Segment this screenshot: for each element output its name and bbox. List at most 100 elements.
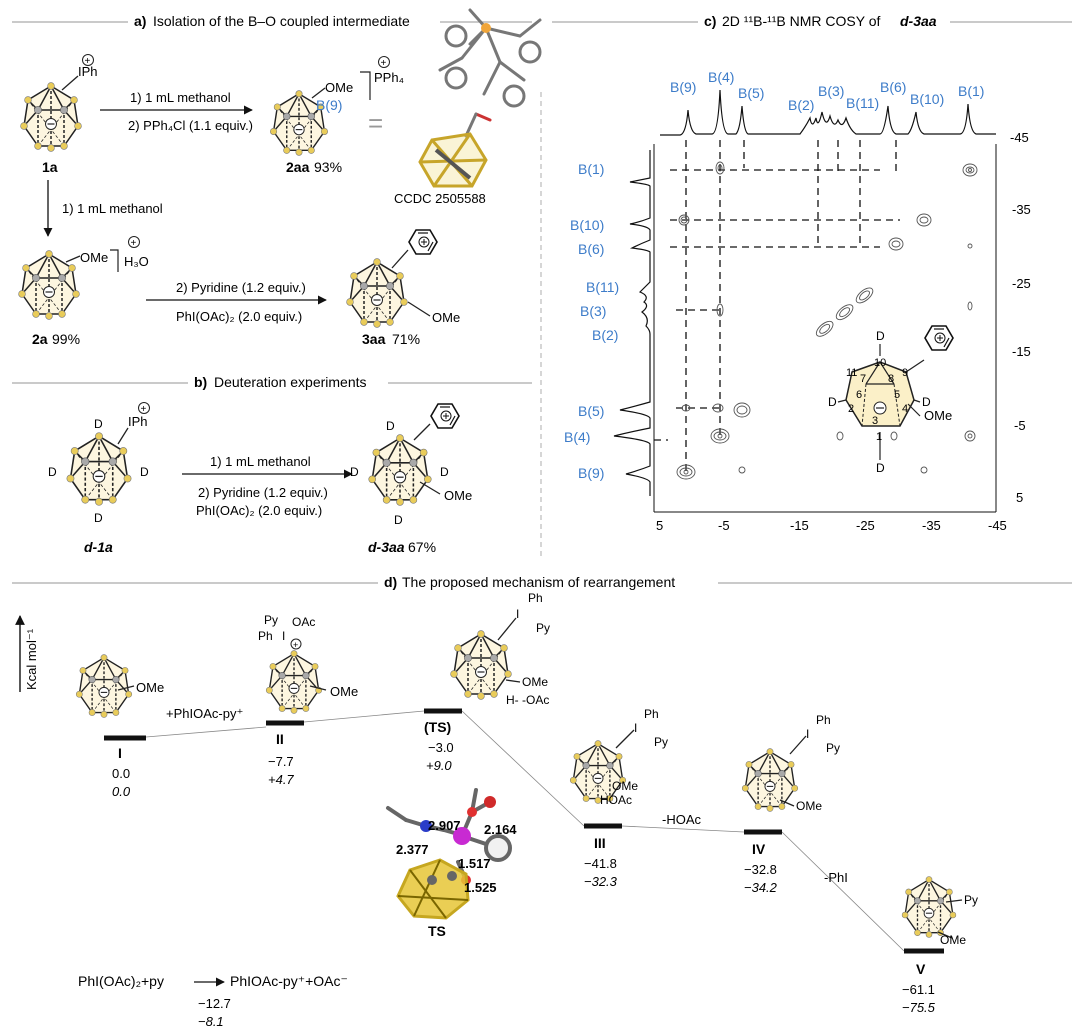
left-label-b11: B(11) — [586, 279, 619, 295]
ts-model-label: TS — [428, 923, 446, 939]
inset-ome: OMe — [924, 408, 952, 423]
y-tick: 5 — [1016, 490, 1023, 505]
equals-sign: = — [368, 108, 383, 138]
panel-b-title: Deuteration experiments — [214, 374, 367, 390]
left-label-b1: B(1) — [578, 161, 604, 177]
vertex-11: 11 — [846, 367, 857, 379]
arrow1-line1: 1) 1 mL methanol — [130, 90, 231, 105]
arrow-down-text: 1) 1 mL methanol — [62, 201, 163, 216]
pathway-connectors — [145, 710, 905, 952]
equation-energy-alt: −8.1 — [198, 1014, 224, 1029]
panel-a: a) Isolation of the B–O coupled intermed… — [12, 8, 542, 347]
pyridinium-icon — [430, 403, 460, 429]
yield-3aa: 71% — [392, 331, 420, 347]
state-III-py: Py — [654, 735, 668, 749]
vertex-10: 10 — [874, 357, 886, 369]
state-III-hoac: HOAc — [600, 793, 632, 807]
sub-iph-1a: IPh — [78, 64, 98, 79]
sub-ome-2aa: OMe — [325, 80, 353, 95]
cage-state-IV — [741, 747, 799, 813]
top-labels: B(9) B(4) B(5) B(2) B(3) B(11) B(6) B(10… — [670, 69, 984, 113]
y-tick: -45 — [1010, 130, 1029, 145]
inset-deuterium: D — [876, 461, 885, 475]
state-II-oac: OAc — [292, 615, 315, 629]
left-label-b6: B(6) — [578, 241, 604, 257]
minus-phi-label: -PhI — [824, 870, 848, 885]
panel-c: c) 2D ¹¹B-¹¹B NMR COSY of d-3aa B(9) B(4… — [552, 13, 1072, 533]
cage-state-TS — [449, 629, 513, 701]
top-label-b3: B(3) — [818, 83, 844, 99]
state-IV-label: IV — [752, 841, 766, 857]
panel-b-letter: b) — [194, 374, 207, 390]
label-2aa: 2aa — [286, 159, 310, 175]
pyridinium-icon — [924, 325, 954, 351]
y-tick: -35 — [1012, 202, 1031, 217]
state-IV-energy-alt: −34.2 — [744, 880, 778, 895]
state-I-label: I — [118, 745, 122, 761]
bond-distance-4: 1.517 — [458, 856, 491, 871]
state-TS-ph: Ph — [528, 591, 543, 605]
deuterium-label: D — [350, 465, 359, 479]
state-III-ome: OMe — [612, 779, 638, 793]
arrow-b-line3: PhI(OAc)₂ (2.0 equiv.) — [196, 503, 322, 518]
top-label-b5: B(5) — [738, 85, 764, 101]
add-reagent-label: +PhIOAc-py⁺ — [166, 706, 243, 721]
h3o-label: H₃O — [124, 254, 149, 269]
vertex-9: 9 — [902, 367, 908, 379]
bond-distance-1: 2.907 — [428, 818, 461, 833]
state-V-label: V — [916, 961, 926, 977]
minus-hoac-label: -HOAc — [662, 812, 702, 827]
sub-iph-d1a: IPh — [128, 414, 148, 429]
equation-left: PhI(OAc)₂+py — [78, 973, 164, 989]
inset-deuterium: D — [828, 395, 837, 409]
state-TS-h-oac: H- -OAc — [506, 693, 549, 707]
equation-right: PhIOAc-py⁺+OAc⁻ — [230, 973, 348, 989]
arrow2-line2: PhI(OAc)₂ (2.0 equiv.) — [176, 309, 302, 324]
state-II-ome: OMe — [330, 684, 358, 699]
state-II-energy: −7.7 — [268, 754, 294, 769]
arrow2-line1: 2) Pyridine (1.2 equiv.) — [176, 280, 306, 295]
top-label-b6: B(6) — [880, 79, 906, 95]
x-tick: -15 — [790, 518, 809, 533]
arrow-b-line2: 2) Pyridine (1.2 equiv.) — [198, 485, 328, 500]
state-I-energy-alt: 0.0 — [112, 784, 131, 799]
state-III-label: III — [594, 835, 606, 851]
correlation-lines — [654, 140, 900, 472]
deuterium-label: D — [140, 465, 149, 479]
top-label-b4: B(4) — [708, 69, 734, 85]
cage-1a — [19, 81, 83, 153]
state-III-energy-alt: −32.3 — [584, 874, 618, 889]
vertex-3: 3 — [872, 415, 878, 427]
contour-peaks — [676, 161, 978, 480]
panel-b: b) Deuteration experiments D D D D IPh +… — [12, 374, 532, 555]
state-I-ome: OMe — [136, 680, 164, 695]
state-II-iodine: I — [282, 629, 285, 643]
cage-state-V — [901, 875, 957, 939]
panel-a-title: Isolation of the B–O coupled intermediat… — [153, 13, 410, 29]
vertex-8: 8 — [888, 373, 894, 385]
state-TS-label: (TS) — [424, 719, 451, 735]
top-label-b9: B(9) — [670, 79, 696, 95]
state-TS-py: Py — [536, 621, 550, 635]
left-label-b3: B(3) — [580, 303, 606, 319]
bond-distance-2: 2.164 — [484, 822, 517, 837]
top-spectrum — [660, 89, 996, 136]
plus-charge: + — [141, 404, 147, 415]
deuterium-label: D — [48, 465, 57, 479]
inset-deuterium: D — [876, 329, 885, 343]
y-tick: -5 — [1014, 418, 1026, 433]
state-V-py: Py — [964, 893, 978, 907]
yield-2aa: 93% — [314, 159, 342, 175]
state-III-iodine: I — [634, 721, 637, 735]
left-label-b4: B(4) — [564, 429, 590, 445]
left-label-b10: B(10) — [570, 217, 604, 233]
state-TS-energy: −3.0 — [428, 740, 454, 755]
x-tick: -35 — [922, 518, 941, 533]
state-I-energy: 0.0 — [112, 766, 130, 781]
state-II-label: II — [276, 731, 284, 747]
ts-3d-model — [386, 788, 512, 920]
state-TS-ome: OMe — [522, 675, 548, 689]
yield-2a: 99% — [52, 331, 80, 347]
energy-axis-label: Kcal mol⁻¹ — [24, 628, 39, 690]
